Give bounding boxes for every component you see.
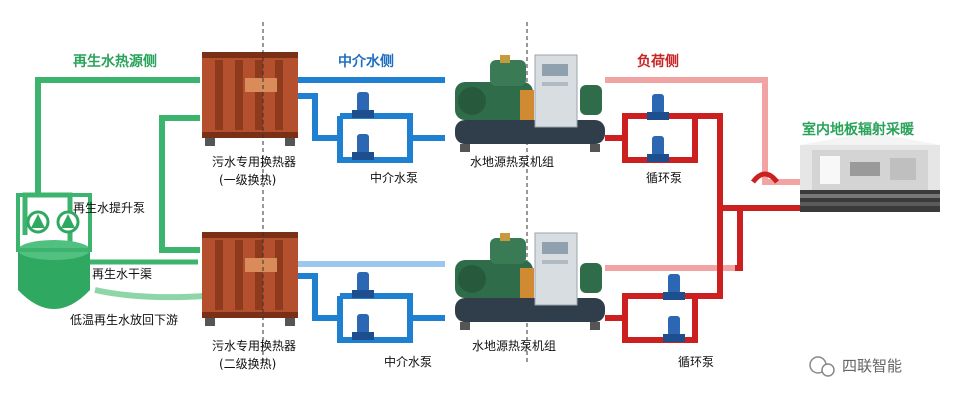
label-circ-pump-2: 循环泵	[678, 355, 714, 369]
label-hx-name-1: 污水专用换热器	[212, 154, 296, 169]
header-indoor-heating: 室内地板辐射采暖	[802, 121, 915, 138]
header-load-side: 负荷侧	[637, 53, 679, 70]
heat-pump-unit-1	[455, 54, 605, 152]
label-lift-pump: 再生水提升泵	[73, 200, 145, 215]
label-heatpump-2: 水地源热泵机组	[472, 339, 556, 353]
intermediate-piping-lower	[298, 273, 445, 343]
label-mid-pump-1: 中介水泵	[370, 170, 418, 185]
heat-pump-unit-2	[455, 232, 605, 330]
label-mid-pump-2: 中介水泵	[384, 354, 432, 369]
indoor-room-image	[800, 132, 940, 212]
watermark: 四联智能	[809, 356, 902, 377]
header-intermediate-side: 中介水侧	[338, 53, 394, 70]
label-discharge: 低温再生水放回下游	[70, 312, 178, 327]
label-main-channel: 再生水干渠	[92, 267, 152, 281]
watermark-text: 四联智能	[842, 357, 902, 375]
label-heatpump-1: 水地源热泵机组	[470, 155, 554, 169]
intermediate-piping-upper	[298, 77, 445, 163]
pipe-crossover	[751, 171, 779, 184]
regen-water-channel	[16, 193, 92, 309]
load-piping-dark	[605, 113, 800, 343]
label-hx-stage-2: (二级换热)	[219, 357, 276, 371]
regen-water-piping	[22, 77, 200, 265]
label-circ-pump-1: 循环泵	[646, 171, 682, 185]
circulation-pump-icon	[647, 94, 685, 342]
heat-exchanger-2	[202, 232, 298, 326]
label-hx-name-2: 污水专用换热器	[212, 338, 296, 353]
intermediate-pump-icon	[352, 92, 374, 340]
discharge-line	[94, 287, 206, 301]
header-regen-side: 再生水热源侧	[73, 53, 157, 70]
load-piping-light	[605, 77, 800, 271]
lift-pump-icon	[26, 210, 80, 234]
heat-exchanger-1	[202, 52, 298, 146]
label-hx-stage-1: (一级换热)	[219, 173, 276, 187]
